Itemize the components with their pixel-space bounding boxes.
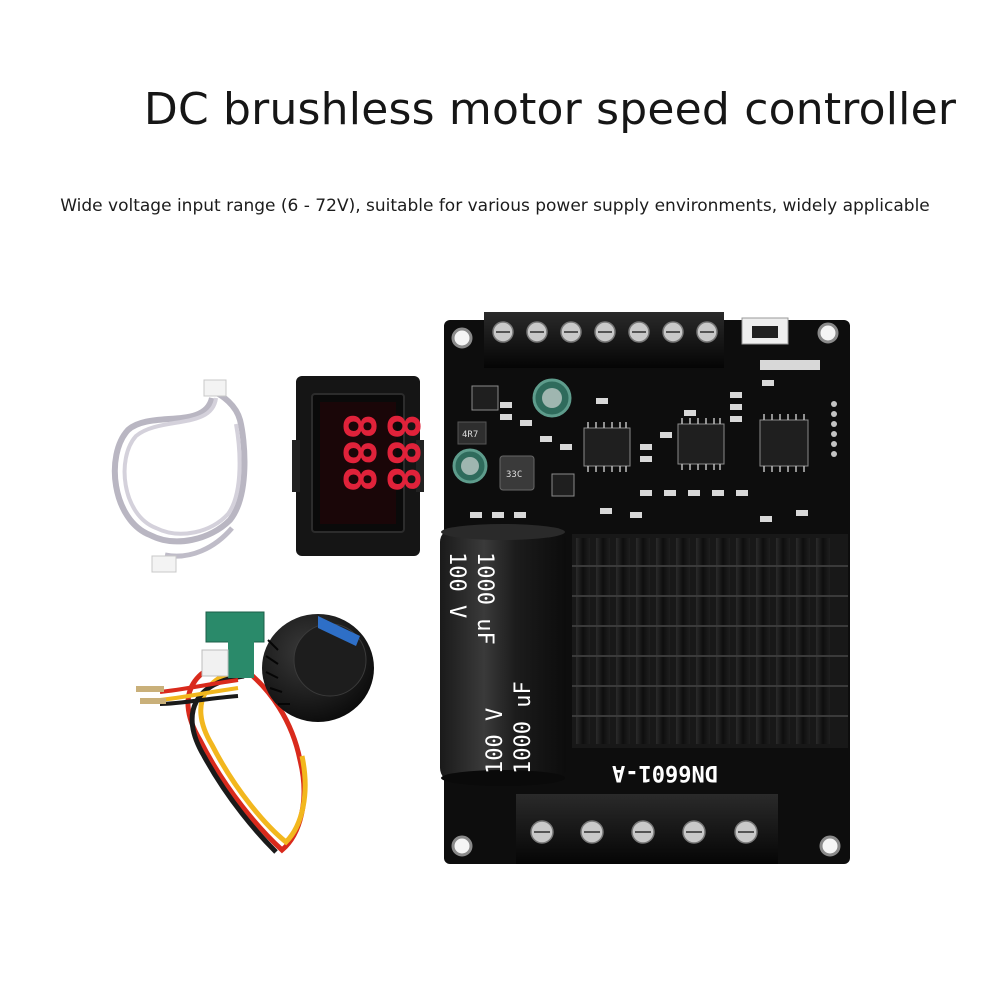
small-capacitors bbox=[452, 378, 572, 484]
smd-components bbox=[470, 360, 820, 522]
digital-display-module: 888 888 bbox=[292, 376, 428, 556]
capacitor-voltage-label-2: 100 V bbox=[483, 708, 508, 774]
inductor-label: 33C bbox=[506, 470, 522, 480]
small-inductor-label: 4R7 bbox=[462, 430, 478, 440]
display-row-1: 888 bbox=[377, 413, 428, 492]
page-subtitle: Wide voltage input range (6 - 72V), suit… bbox=[60, 196, 930, 216]
capacitor-voltage-label: 100 V bbox=[444, 552, 469, 618]
potentiometer-assembly bbox=[136, 611, 374, 854]
ic-chips bbox=[471, 385, 809, 497]
capacitor-value-label: 1000 uF bbox=[472, 552, 497, 645]
capacitor-value-label-2: 1000 uF bbox=[511, 681, 536, 774]
mounting-holes bbox=[451, 322, 841, 857]
top-terminal-block bbox=[484, 312, 724, 368]
heatsink bbox=[572, 534, 848, 748]
main-capacitor: 1000 uF 100 V 1000 uF 100 V bbox=[440, 524, 566, 786]
bottom-terminal-block bbox=[516, 794, 778, 864]
display-row-2: 888 bbox=[333, 413, 384, 492]
ribbon-cable bbox=[111, 379, 248, 573]
controller-board: 33C 4R7 bbox=[440, 312, 850, 864]
board-model-label: DN6601-A bbox=[612, 760, 718, 785]
page-title: DC brushless motor speed controller bbox=[143, 84, 957, 135]
